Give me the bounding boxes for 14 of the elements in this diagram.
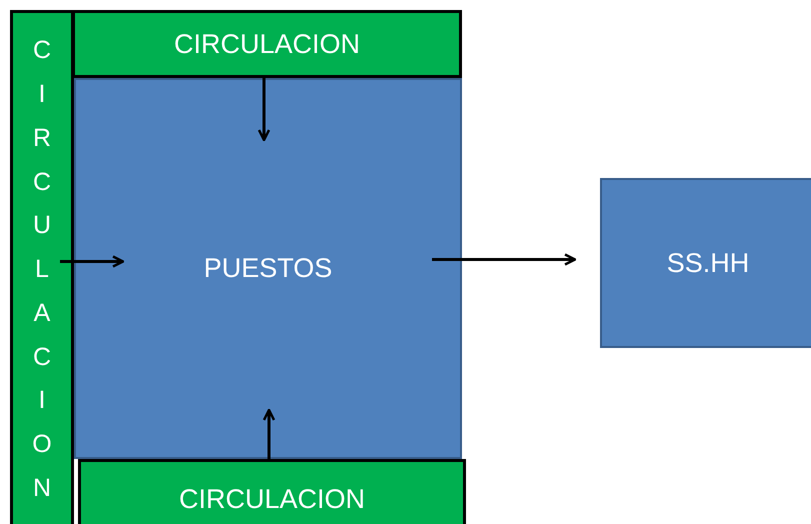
arrow xyxy=(432,253,576,266)
area-label: CIRCULACION xyxy=(174,28,360,60)
arrow xyxy=(258,78,270,142)
area-label: SS.HH xyxy=(666,248,750,278)
circulation-bar xyxy=(10,10,74,524)
area-label: CIRCULACION xyxy=(31,35,53,504)
area-box xyxy=(600,178,811,348)
circulation-bar xyxy=(78,459,466,524)
arrow xyxy=(262,408,276,459)
area-label: PUESTOS xyxy=(204,253,332,284)
circulation-bar xyxy=(72,10,462,78)
arrow xyxy=(60,255,124,268)
area-label: CIRCULACION xyxy=(178,484,366,514)
area-box xyxy=(74,78,462,459)
